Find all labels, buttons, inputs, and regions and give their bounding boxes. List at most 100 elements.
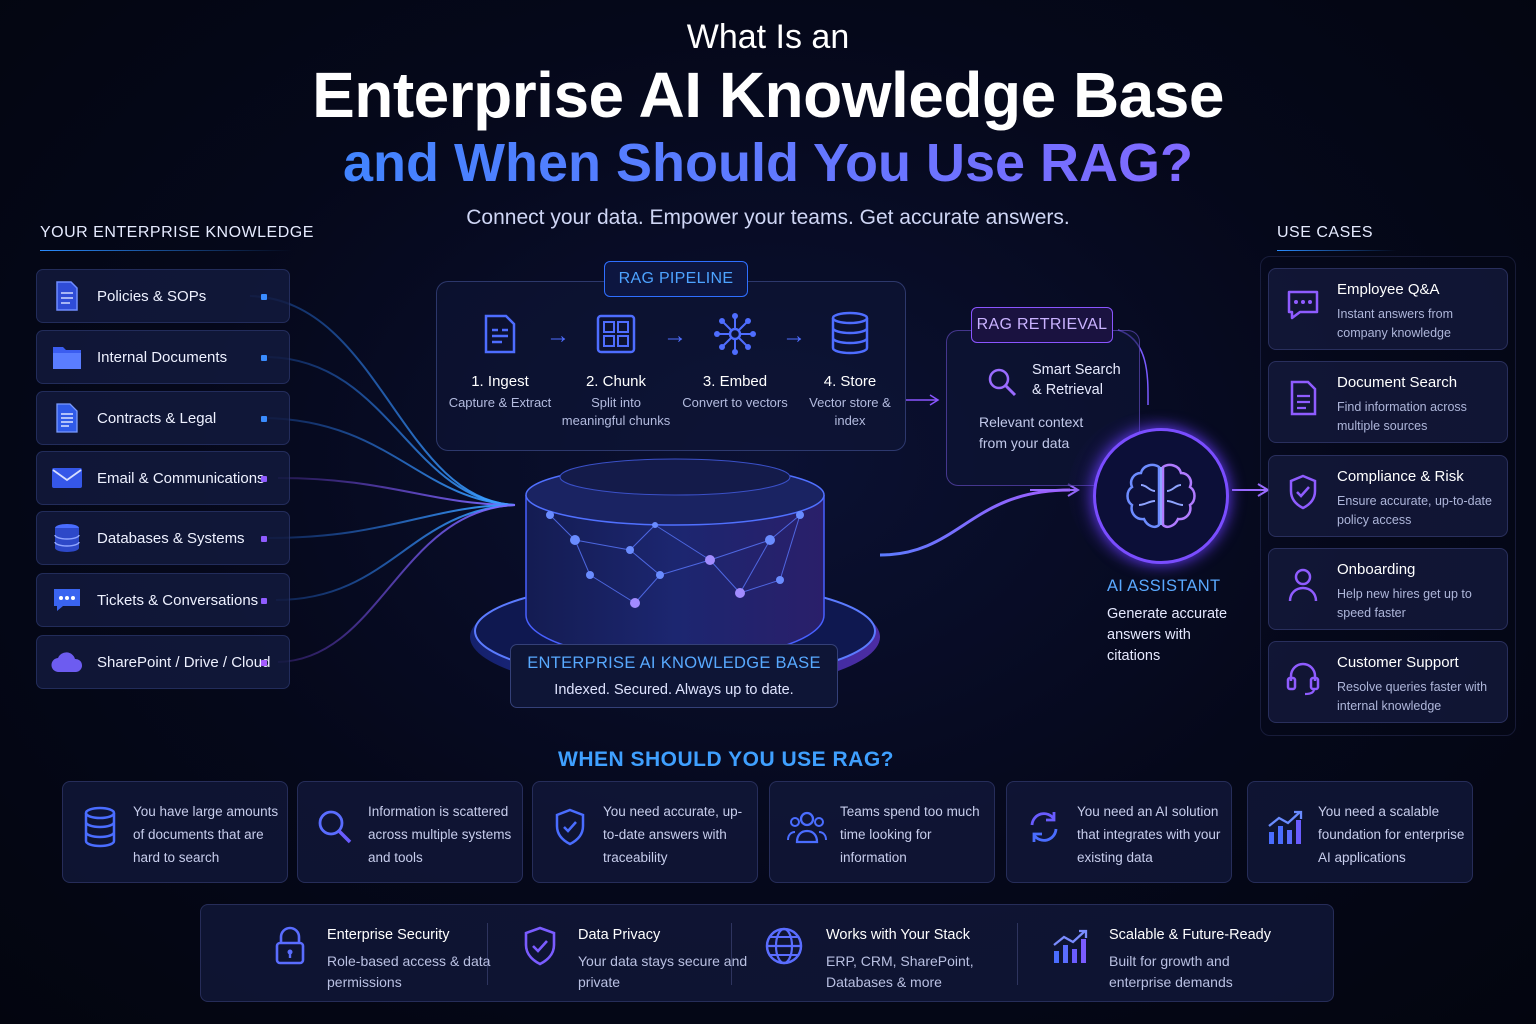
use-case-title: Document Search	[1337, 374, 1458, 391]
source-item-databases[interactable]: Databases & Systems	[36, 511, 290, 565]
use-case-employee-qa[interactable]: Employee Q&A Instant answers from compan…	[1268, 268, 1508, 350]
connector-dot	[261, 598, 267, 604]
source-label: Tickets & Conversations	[97, 591, 259, 609]
source-item-policies[interactable]: Policies & SOPs	[36, 269, 290, 323]
user-icon	[1283, 565, 1323, 605]
document-icon	[1283, 378, 1323, 418]
source-label: Internal Documents	[97, 348, 228, 366]
use-case-document-search[interactable]: Document Search Find information across …	[1268, 361, 1508, 443]
step-desc: Capture & Extract	[448, 395, 552, 410]
source-label: Databases & Systems	[97, 529, 245, 547]
source-label: SharePoint / Drive / Cloud	[97, 653, 271, 671]
chunk-icon	[560, 308, 672, 365]
headset-icon	[1283, 658, 1323, 698]
when-item-large-docs: You have large amounts of documents that…	[62, 781, 288, 883]
connector-dot	[261, 355, 267, 361]
pipeline-step-chunk: 2. Chunk Split into meaningful chunks	[560, 308, 672, 430]
use-case-desc: Instant answers from company knowledge	[1337, 307, 1454, 340]
use-case-compliance[interactable]: Compliance & Risk Ensure accurate, up-to…	[1268, 455, 1508, 537]
source-item-contracts[interactable]: Contracts & Legal	[36, 391, 290, 445]
use-cases-heading: USE CASES	[1277, 224, 1374, 241]
retrieval-desc: Relevant context from your data	[979, 414, 1084, 451]
feature-title: Data Privacy	[578, 927, 661, 943]
knowledge-base-title: ENTERPRISE AI KNOWLEDGE BASE	[527, 654, 821, 672]
database-icon	[77, 804, 123, 850]
arrow-right-icon: →	[663, 322, 687, 349]
embed-network-icon	[679, 308, 791, 365]
feature-desc: Your data stays secure and private	[578, 953, 748, 990]
divider	[1017, 923, 1018, 985]
growth-chart-icon	[1262, 804, 1308, 850]
pretitle: What Is an	[686, 18, 850, 56]
contract-icon	[37, 402, 97, 434]
divider	[487, 923, 488, 985]
arrow-right-icon: →	[782, 322, 806, 349]
use-cases-panel	[1260, 256, 1516, 736]
source-item-cloud[interactable]: SharePoint / Drive / Cloud	[36, 635, 290, 689]
sync-icon	[1021, 804, 1067, 850]
brain-icon	[1126, 463, 1196, 528]
knowledge-base-desc: Indexed. Secured. Always up to date.	[554, 682, 794, 698]
source-label: Policies & SOPs	[97, 287, 207, 305]
use-case-onboarding[interactable]: Onboarding Help new hires get up to spee…	[1268, 548, 1508, 630]
when-heading: WHEN SHOULD YOU USE RAG?	[558, 748, 894, 771]
feature-scalable: Scalable & Future-Ready Built for growth…	[1017, 905, 1335, 1003]
feature-title: Scalable & Future-Ready	[1109, 927, 1271, 943]
when-text: You need an AI solution that integrates …	[1077, 804, 1221, 865]
use-case-desc: Help new hires get up to speed faster	[1337, 587, 1472, 620]
knowledge-base-label-box	[510, 644, 838, 708]
source-item-tickets[interactable]: Tickets & Conversations	[36, 573, 290, 627]
pipeline-step-ingest: 1. Ingest Capture & Extract	[444, 308, 556, 412]
use-case-title: Customer Support	[1337, 654, 1459, 671]
use-case-title: Compliance & Risk	[1337, 468, 1464, 485]
connector-dot	[261, 536, 267, 542]
when-text: You need accurate, up-to-date answers wi…	[603, 804, 743, 865]
page-subtitle: and When Should You Use RAG?	[0, 132, 1536, 194]
chat-icon	[1283, 285, 1323, 325]
step-desc: Convert to vectors	[682, 395, 788, 410]
team-icon	[784, 804, 830, 850]
when-text: You have large amounts of documents that…	[133, 804, 279, 865]
connector-dot	[261, 660, 267, 666]
use-case-title: Employee Q&A	[1337, 281, 1440, 298]
lock-icon	[267, 923, 313, 969]
use-cases-heading-underline	[1277, 250, 1397, 251]
features-bar: Enterprise Security Role-based access & …	[200, 904, 1334, 1002]
sources-heading-underline	[40, 250, 292, 251]
growth-chart-icon	[1047, 923, 1093, 969]
globe-icon	[761, 923, 807, 969]
feature-data-privacy: Data Privacy Your data stays secure and …	[487, 905, 747, 1003]
database-icon	[37, 522, 97, 554]
feature-title: Enterprise Security	[327, 927, 450, 943]
shield-check-icon	[517, 923, 563, 969]
source-label: Contracts & Legal	[97, 409, 217, 427]
step-number: 4. Store	[823, 373, 877, 390]
feature-enterprise-security: Enterprise Security Role-based access & …	[201, 905, 490, 1003]
connector-dot	[261, 416, 267, 422]
when-item-scalable: You need a scalable foundation for enter…	[1247, 781, 1473, 883]
chat-icon	[37, 586, 97, 614]
source-item-email[interactable]: Email & Communications	[36, 451, 290, 505]
feature-works-with-stack: Works with Your Stack ERP, CRM, SharePoi…	[731, 905, 1017, 1003]
arrow-right-icon: →	[546, 322, 570, 349]
assistant-circle	[1093, 428, 1229, 564]
use-case-title: Onboarding	[1337, 561, 1416, 578]
pipeline-step-embed: 3. Embed Convert to vectors	[679, 308, 791, 412]
sources-heading: YOUR ENTERPRISE KNOWLEDGE	[40, 224, 314, 241]
feature-desc: Built for growth and enterprise demands	[1109, 953, 1233, 990]
email-icon	[37, 466, 97, 490]
rag-pipeline-panel	[436, 281, 906, 451]
retrieval-title: Smart Search & Retrieval	[1032, 362, 1121, 398]
database-icon	[794, 308, 906, 365]
source-item-internal-docs[interactable]: Internal Documents	[36, 330, 290, 384]
document-icon	[37, 280, 97, 312]
step-desc: Split into meaningful chunks	[561, 395, 671, 428]
use-case-desc: Ensure accurate, up-to-date policy acces…	[1337, 494, 1492, 527]
divider	[731, 923, 732, 985]
use-case-customer-support[interactable]: Customer Support Resolve queries faster …	[1268, 641, 1508, 723]
feature-desc: Role-based access & data permissions	[327, 953, 491, 990]
shield-check-icon	[547, 804, 593, 850]
feature-title: Works with Your Stack	[826, 927, 970, 943]
rag-retrieval-heading: RAG RETRIEVAL	[971, 307, 1113, 343]
